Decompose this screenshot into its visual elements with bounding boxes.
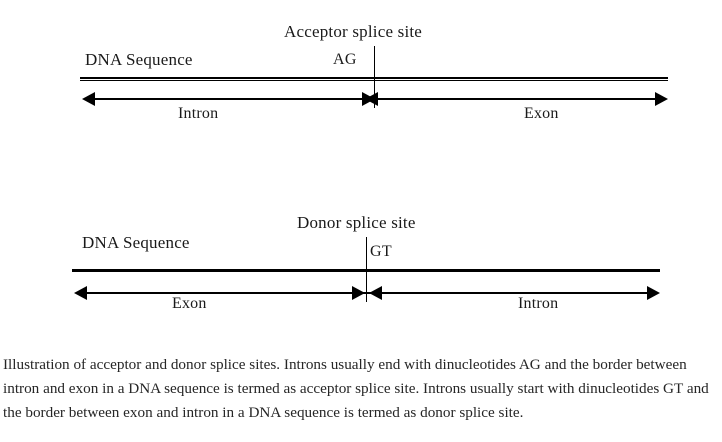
acceptor-left-region-label: Intron <box>178 105 219 122</box>
donor-junction-arrow-right-icon <box>352 286 365 300</box>
donor-right-region-label: Intron <box>518 295 559 312</box>
acceptor-dna-sequence-label: DNA Sequence <box>85 50 193 69</box>
donor-junction-arrow-left-icon <box>369 286 382 300</box>
donor-junction-tick-icon <box>366 284 367 302</box>
acceptor-intron-arrow-left-icon <box>82 92 95 106</box>
donor-splice-site-diagram: Donor splice site DNA Sequence GT Exon I… <box>0 200 722 330</box>
acceptor-exon-arrow-right-icon <box>655 92 668 106</box>
acceptor-junction-tick-icon <box>374 90 375 108</box>
acceptor-dna-strand-line <box>80 77 668 79</box>
acceptor-right-region-label: Exon <box>524 105 559 122</box>
acceptor-diagram-title: Acceptor splice site <box>284 22 423 41</box>
donor-left-region-label: Exon <box>172 295 207 312</box>
acceptor-intron-span-line <box>90 98 375 100</box>
donor-exon-span-line <box>82 292 367 294</box>
donor-diagram-title: Donor splice site <box>297 213 416 232</box>
acceptor-splice-site-tick-icon <box>374 46 375 106</box>
splice-site-figure: Acceptor splice site DNA Sequence AG Int… <box>0 0 722 330</box>
acceptor-dinucleotide-label: AG <box>333 51 357 68</box>
donor-intron-arrow-right-icon <box>647 286 660 300</box>
donor-exon-arrow-left-icon <box>74 286 87 300</box>
donor-splice-site-tick-icon <box>366 237 367 297</box>
donor-dna-sequence-label: DNA Sequence <box>82 233 190 252</box>
donor-intron-span-line <box>366 292 648 294</box>
donor-dinucleotide-label: GT <box>370 243 392 260</box>
acceptor-exon-span-line <box>370 98 656 100</box>
acceptor-splice-site-diagram: Acceptor splice site DNA Sequence AG Int… <box>0 0 722 150</box>
acceptor-dna-strand-line-shadow <box>80 80 668 81</box>
acceptor-junction-arrow-left-icon <box>365 92 378 106</box>
figure-caption: Illustration of acceptor and donor splic… <box>3 356 709 422</box>
donor-dna-strand-line <box>72 269 660 272</box>
